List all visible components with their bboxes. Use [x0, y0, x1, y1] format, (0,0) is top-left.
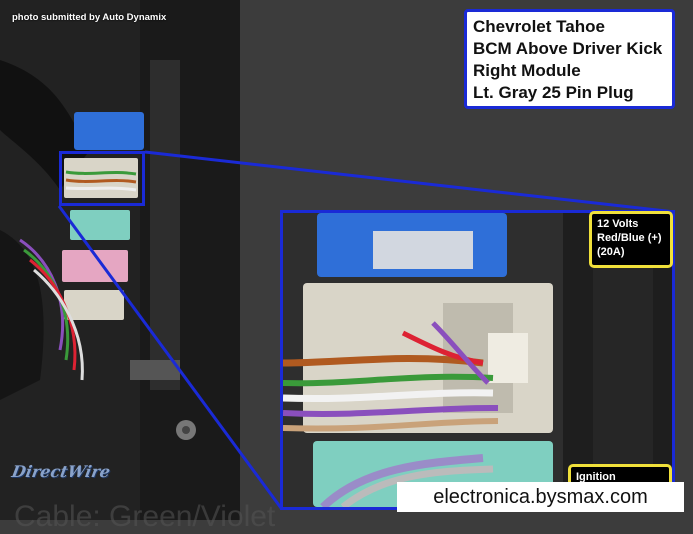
vehicle-title-box: Chevrolet Tahoe BCM Above Driver Kick Ri…	[464, 9, 675, 109]
photo-credit: photo submitted by Auto Dynamix	[12, 12, 167, 23]
title-line-module: Right Module	[473, 61, 581, 80]
title-line-plug: Lt. Gray 25 Pin Plug	[473, 83, 634, 102]
site-watermark: electronica.bysmax.com	[397, 482, 684, 512]
callout-12v-line-2: Red/Blue (+)	[597, 232, 662, 244]
overview-illustration	[0, 0, 240, 520]
title-line-vehicle: Chevrolet Tahoe	[473, 17, 605, 36]
title-line-module-location: BCM Above Driver Kick	[473, 39, 663, 58]
connector-highlight-box	[59, 151, 145, 206]
callout-12-volts: 12 Volts Red/Blue (+) (20A)	[589, 211, 673, 268]
directwire-logo: DirectWire	[10, 462, 112, 481]
bottom-caption: Cable: Green/Violet	[14, 500, 276, 533]
callout-12v-line-1: 12 Volts	[597, 218, 639, 230]
wiring-photo-overview: photo submitted by Auto Dynamix DirectWi…	[0, 0, 240, 520]
callout-ignition-line-1: Ignition	[576, 471, 616, 483]
callout-12v-line-3: (20A)	[597, 246, 625, 258]
